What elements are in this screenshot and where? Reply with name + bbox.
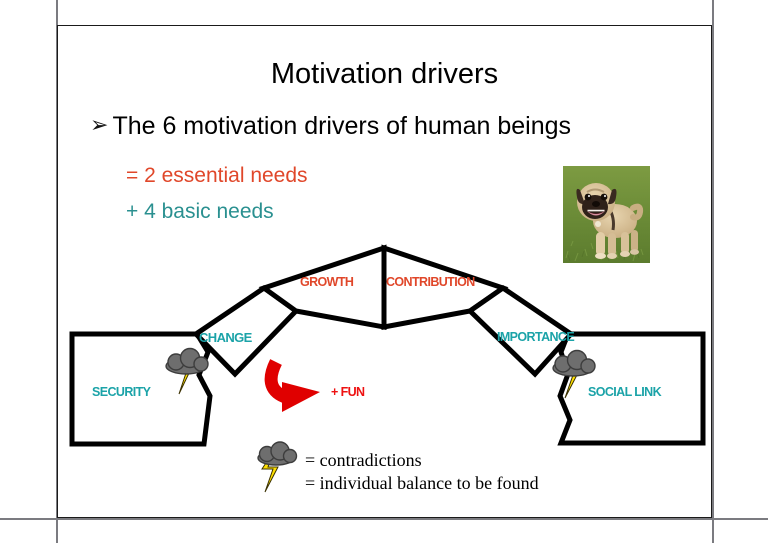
bullet-arrow-icon: ➢ — [90, 113, 109, 138]
legend-line-individual-balance: = individual balance to be found — [305, 473, 539, 493]
page-title: Motivation drivers — [270, 58, 499, 90]
bullet-row: ➢ The 6 motivation drivers of human bein… — [90, 112, 690, 141]
label-social-link: SOCIAL LINK — [588, 385, 662, 399]
legend-line-contradictions: = contradictions — [305, 450, 422, 470]
page-gutter-right — [712, 0, 714, 543]
slide-frame — [57, 25, 712, 518]
label-importance: IMPORTANCE — [497, 330, 575, 344]
label-growth: GROWTH — [300, 275, 354, 289]
label-change: CHANGE — [199, 330, 252, 345]
sub-line-essential-needs: = 2 essential needs — [126, 164, 308, 187]
page-gutter-left — [56, 0, 58, 543]
label-security: SECURITY — [92, 385, 151, 399]
page-gutter-bottom — [0, 518, 768, 520]
label-contribution: CONTRIBUTION — [386, 275, 475, 289]
sub-line-basic-needs: + 4 basic needs — [126, 200, 274, 223]
bullet-text: The 6 motivation drivers of human beings — [112, 112, 572, 140]
pug-dog-photo — [563, 166, 650, 263]
label-fun: + FUN — [331, 385, 365, 399]
